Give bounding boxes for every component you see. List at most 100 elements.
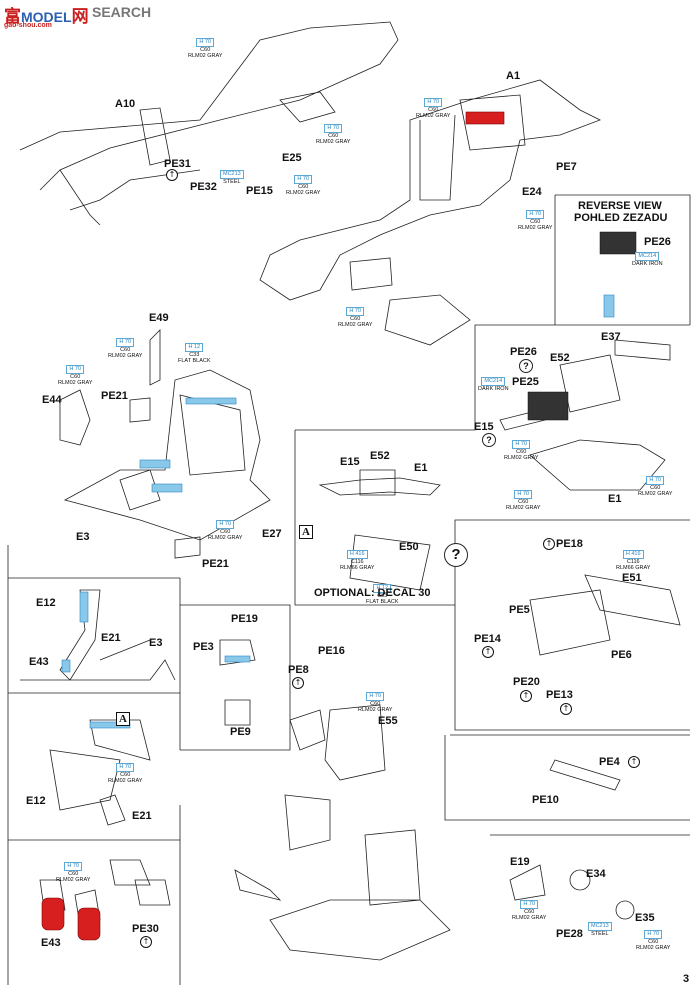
bend-symbol-icon: ↑ <box>140 936 152 948</box>
part-label-e43: E43 <box>41 937 61 949</box>
part-label-pe13: PE13 <box>546 689 573 701</box>
part-label-e15: E15 <box>340 456 360 468</box>
question-mark-icon: ? <box>519 359 533 373</box>
part-label-pe7: PE7 <box>556 161 577 173</box>
part-label-e27: E27 <box>262 528 282 540</box>
bend-symbol-icon: ↑ <box>560 703 572 715</box>
part-label-pe19: PE19 <box>231 613 258 625</box>
part-label-e49: E49 <box>149 312 169 324</box>
part-label-pe10: PE10 <box>532 794 559 806</box>
part-label-pe6: PE6 <box>611 649 632 661</box>
option-a-marker: A <box>116 712 130 726</box>
part-label-pe26: PE26 <box>644 236 671 248</box>
part-label-a1: A1 <box>506 70 521 82</box>
part-label-e25: E25 <box>282 152 302 164</box>
part-label-pe3: PE3 <box>193 641 214 653</box>
part-label-e12: E12 <box>26 795 46 807</box>
part-label-e43: E43 <box>29 656 49 668</box>
watermark-char-1: 富 <box>4 7 21 26</box>
e52-box <box>499 339 671 491</box>
part-label-pe31: PE31 <box>164 158 191 170</box>
part-label-pe28: PE28 <box>556 928 583 940</box>
part-label-pe18: PE18 <box>556 538 583 550</box>
part-label-pe14: PE14 <box>474 633 501 645</box>
part-label-pe26: PE26 <box>510 346 537 358</box>
part-label-e37: E37 <box>601 331 621 343</box>
optional-decal-heading: OPTIONAL: DECAL 30 <box>314 587 431 599</box>
part-label-e1: E1 <box>608 493 622 505</box>
option-a-marker: A <box>299 525 313 539</box>
frame-lines <box>7 194 691 985</box>
part-label-e52: E52 <box>370 450 390 462</box>
bend-symbol-icon: ↑ <box>543 538 555 550</box>
part-label-e19: E19 <box>510 856 530 868</box>
part-label-e35: E35 <box>635 912 655 924</box>
part-label-e34: E34 <box>586 868 606 880</box>
part-label-e21: E21 <box>132 810 152 822</box>
part-label-pe9: PE9 <box>230 726 251 738</box>
instrument-panel <box>349 534 681 656</box>
part-label-pe21: PE21 <box>101 390 128 402</box>
reverse-view-heading-cz: POHLED ZEZADU <box>574 212 668 224</box>
part-label-e1: E1 <box>414 462 428 474</box>
part-label-pe4: PE4 <box>599 756 620 768</box>
bend-symbol-icon: ↑ <box>482 646 494 658</box>
part-label-pe20: PE20 <box>513 676 540 688</box>
watermark-brand: 富MODEL网 <box>4 2 89 27</box>
part-label-e52: E52 <box>550 352 570 364</box>
part-label-e15: E15 <box>474 421 494 433</box>
part-label-pe16: PE16 <box>318 645 345 657</box>
page-number: 3 <box>683 973 690 985</box>
reverse-view-heading: REVERSE VIEW <box>578 200 662 212</box>
part-label-pe30: PE30 <box>132 923 159 935</box>
part-label-e3: E3 <box>76 531 90 543</box>
watermark-char-2: 网 <box>71 7 89 26</box>
fuselage-left <box>19 21 399 226</box>
bend-symbol-icon: ↑ <box>166 169 178 181</box>
pilot-seat <box>219 639 386 781</box>
part-label-e12: E12 <box>36 597 56 609</box>
seat-assembly <box>59 329 271 559</box>
question-mark-icon: ? <box>482 433 496 447</box>
cockpit-floor <box>234 794 451 961</box>
part-label-e55: E55 <box>378 715 398 727</box>
part-label-e50: E50 <box>399 541 419 553</box>
bend-symbol-icon: ↑ <box>292 677 304 689</box>
bend-symbol-icon: ↑ <box>520 690 532 702</box>
part-label-pe21: PE21 <box>202 558 229 570</box>
watermark-brand-en: MODEL <box>21 9 72 25</box>
part-label-e24: E24 <box>522 186 542 198</box>
part-label-pe25: PE25 <box>512 376 539 388</box>
part-label-e51: E51 <box>622 572 642 584</box>
watermark-search: SEARCH <box>92 4 152 20</box>
fuselage-right <box>259 79 601 346</box>
part-label-pe32: PE32 <box>190 181 217 193</box>
question-mark-icon: ? <box>444 543 468 567</box>
part-label-pe15: PE15 <box>246 185 273 197</box>
part-label-pe8: PE8 <box>288 664 309 676</box>
